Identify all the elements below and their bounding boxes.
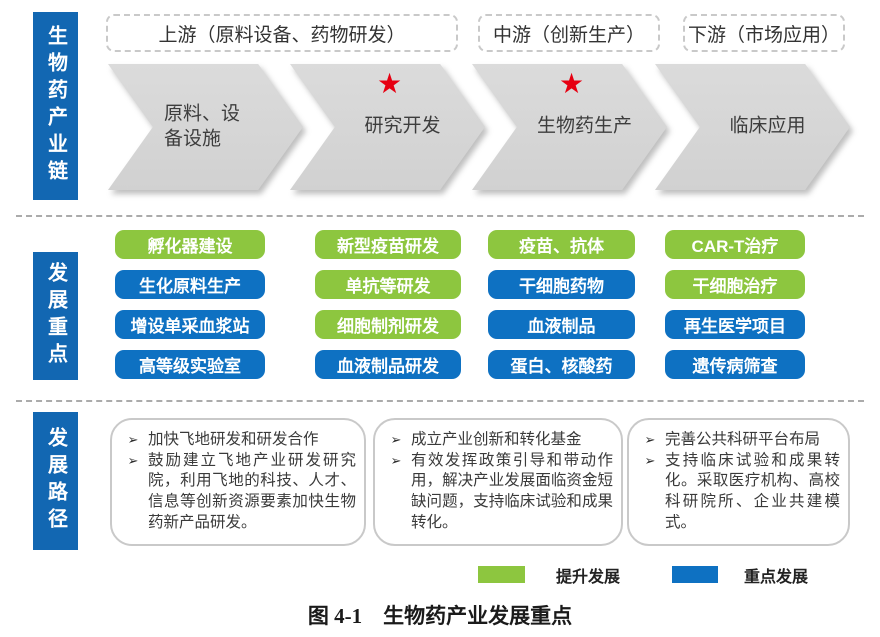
focus-item: 疫苗、抗体: [488, 230, 635, 259]
chevron-research-development: ★ 研究开发: [290, 64, 485, 190]
bullet-item: ➢ 完善公共科研平台布局: [635, 430, 840, 451]
path-box-innovation-fund: ➢ 成立产业创新和转化基金 ➢ 有效发挥政策引导和带动作用，解决产业发展面临资金…: [373, 418, 623, 546]
chevron-shape: ★ 生物药生产: [472, 64, 667, 190]
sidebar-focus-label: 发展重点: [44, 262, 67, 370]
stage-upstream-label: 上游（原料设备、药物研发）: [158, 24, 406, 46]
chevron-clinical-application: 临床应用: [655, 64, 850, 190]
focus-item: 高等级实验室: [115, 350, 265, 379]
focus-item: CAR-T治疗: [665, 230, 805, 259]
focus-item: 干细胞药物: [488, 270, 635, 299]
focus-column-application: CAR-T治疗 干细胞治疗 再生医学项目 遗传病筛查: [665, 230, 805, 379]
sidebar-chain-bar: 生物药产业链: [33, 12, 78, 200]
chevron-research-development-label: 研究开发: [364, 115, 441, 137]
sidebar-chain-label: 生物药产业链: [44, 25, 67, 187]
chevron-shape: 原料、设备设施: [108, 64, 303, 190]
stage-downstream-label: 下游（市场应用）: [687, 24, 840, 46]
focus-item: 血液制品研发: [315, 350, 461, 379]
bullet-item: ➢ 加快飞地研发和研发合作: [118, 430, 356, 451]
bullet-text: 加快飞地研发和研发合作: [148, 431, 319, 448]
focus-item: 遗传病筛查: [665, 350, 805, 379]
focus-item: 增设单采血浆站: [115, 310, 265, 339]
sidebar-path-bar: 发展路径: [33, 412, 78, 550]
focus-column-rnd: 新型疫苗研发 单抗等研发 细胞制剂研发 血液制品研发: [315, 230, 461, 379]
section-divider: [16, 400, 864, 402]
legend-swatch-key: [672, 566, 718, 583]
focus-column-production: 疫苗、抗体 干细胞药物 血液制品 蛋白、核酸药: [488, 230, 635, 379]
bullet-item: ➢ 支持临床试验和成果转化。采取医疗机构、高校科研院所、企业共建模式。: [635, 451, 840, 533]
bullet-text: 有效发挥政策引导和带动作用，解决产业发展面临资金短缺问题，支持临床试验和成果转化…: [411, 451, 613, 531]
section-divider: [16, 215, 864, 217]
focus-column-upstream-supply: 孵化器建设 生化原料生产 增设单采血浆站 高等级实验室: [115, 230, 265, 379]
chevron-biopharma-production: ★ 生物药生产: [472, 64, 667, 190]
focus-item: 孵化器建设: [115, 230, 265, 259]
stage-box-upstream: 上游（原料设备、药物研发）: [106, 14, 458, 52]
stage-box-midstream: 中游（创新生产）: [478, 14, 660, 52]
chevron-shape: ★ 研究开发: [290, 64, 485, 190]
chevron-clinical-application-label: 临床应用: [729, 115, 806, 137]
focus-item: 血液制品: [488, 310, 635, 339]
focus-item: 干细胞治疗: [665, 270, 805, 299]
arrow-bullet-icon: ➢: [127, 432, 139, 447]
bullet-item: ➢ 鼓励建立飞地产业研发研究院，利用飞地的科技、人才、信息等创新资源要素加快生物…: [118, 451, 356, 533]
legend-label-upgrade: 提升发展: [556, 569, 621, 586]
star-icon: ★: [558, 68, 585, 99]
arrow-bullet-icon: ➢: [644, 432, 656, 447]
legend-label-key: 重点发展: [744, 569, 809, 586]
bullet-text: 成立产业创新和转化基金: [411, 431, 582, 448]
figure-caption: 图 4-1 生物药产业发展重点: [307, 604, 573, 628]
chevron-raw-materials: 原料、设备设施: [108, 64, 303, 190]
bullet-item: ➢ 有效发挥政策引导和带动作用，解决产业发展面临资金短缺问题，支持临床试验和成果…: [381, 451, 613, 533]
bullet-item: ➢ 成立产业创新和转化基金: [381, 430, 613, 451]
focus-item: 蛋白、核酸药: [488, 350, 635, 379]
arrow-bullet-icon: ➢: [390, 432, 402, 447]
path-box-research-platform: ➢ 完善公共科研平台布局 ➢ 支持临床试验和成果转化。采取医疗机构、高校科研院所…: [627, 418, 850, 546]
sidebar-path-label: 发展路径: [44, 427, 67, 535]
arrow-bullet-icon: ➢: [127, 452, 139, 468]
focus-item: 细胞制剂研发: [315, 310, 461, 339]
stage-midstream-label: 中游（创新生产）: [492, 24, 645, 46]
focus-item: 生化原料生产: [115, 270, 265, 299]
bullet-text: 支持临床试验和成果转化。采取医疗机构、高校科研院所、企业共建模式。: [665, 451, 840, 531]
chevron-biopharma-production-label: 生物药生产: [536, 115, 632, 137]
focus-item: 新型疫苗研发: [315, 230, 461, 259]
path-box-rnd-cooperation: ➢ 加快飞地研发和研发合作 ➢ 鼓励建立飞地产业研发研究院，利用飞地的科技、人才…: [110, 418, 366, 546]
sidebar-focus-bar: 发展重点: [33, 252, 78, 380]
bullet-text: 完善公共科研平台布局: [665, 431, 821, 448]
legend-swatch-upgrade: [478, 566, 525, 583]
arrow-bullet-icon: ➢: [390, 452, 402, 468]
focus-item: 单抗等研发: [315, 270, 461, 299]
chevron-raw-materials-label: 原料、设备设施: [164, 103, 241, 149]
star-icon: ★: [376, 68, 403, 99]
bullet-text: 鼓励建立飞地产业研发研究院，利用飞地的科技、人才、信息等创新资源要素加快生物药新…: [148, 451, 356, 531]
arrow-bullet-icon: ➢: [644, 452, 656, 468]
chevron-shape: 临床应用: [655, 64, 850, 190]
stage-box-downstream: 下游（市场应用）: [683, 14, 845, 52]
focus-item: 再生医学项目: [665, 310, 805, 339]
